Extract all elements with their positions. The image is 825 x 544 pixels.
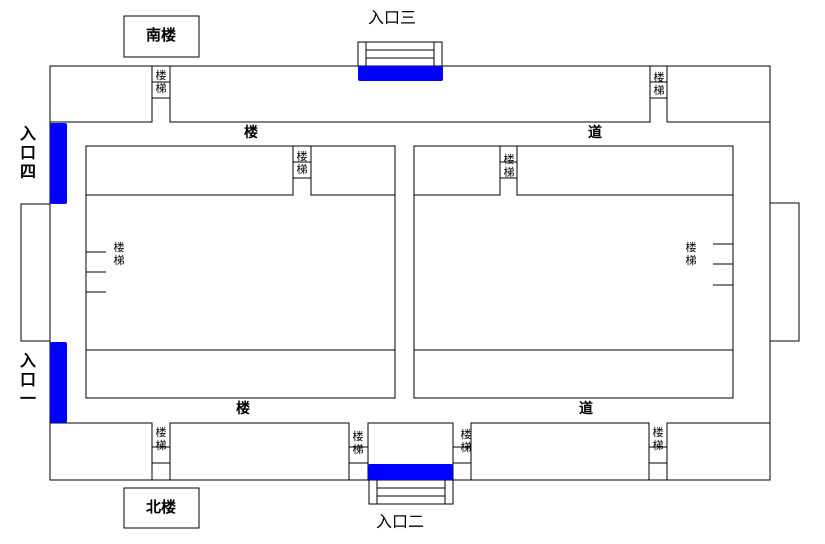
stairs-label: 楼梯 [113, 241, 125, 267]
entrance-3-marker [358, 66, 443, 81]
south-building-label: 南楼 [146, 26, 177, 44]
south-building-box [123, 15, 200, 58]
east-annex [769, 202, 800, 342]
entrance-3-steps [357, 41, 443, 67]
stairs-label: 楼梯 [652, 426, 664, 452]
entrance-2-marker [368, 464, 453, 480]
corridor-label-bottom-left: 楼 [236, 401, 250, 417]
stairs-label: 楼梯 [352, 430, 364, 456]
entrance-1-label: 入口一 [20, 351, 37, 408]
entrance-1-marker [50, 342, 67, 423]
stairs-label: 楼梯 [155, 426, 167, 452]
corridor-label-bottom-right: 道 [579, 401, 593, 417]
entrance-4-marker [50, 123, 67, 204]
stairs-label: 楼梯 [653, 71, 665, 97]
stairs-label: 楼梯 [296, 150, 308, 176]
stairs-label: 楼梯 [503, 153, 515, 179]
stairs-label: 楼梯 [685, 241, 697, 267]
north-building-label: 北楼 [146, 498, 177, 516]
bottom-band [50, 422, 770, 480]
stairs-label: 楼梯 [155, 69, 167, 95]
entrance-4-label: 入口四 [20, 124, 37, 181]
entrance-2-steps [368, 479, 454, 505]
building-outline [49, 65, 771, 481]
entrance-2-label: 入口二 [376, 512, 425, 531]
top-band [50, 66, 770, 123]
left-inner-block [85, 145, 396, 399]
north-building-box [123, 487, 200, 529]
corridor-label-top-right: 道 [588, 125, 602, 141]
west-annex [20, 203, 51, 342]
right-inner-block [413, 145, 734, 399]
stairs-label: 楼梯 [460, 428, 472, 454]
entrance-3-label: 入口三 [368, 8, 417, 27]
corridor-label-top-left: 楼 [244, 125, 258, 141]
